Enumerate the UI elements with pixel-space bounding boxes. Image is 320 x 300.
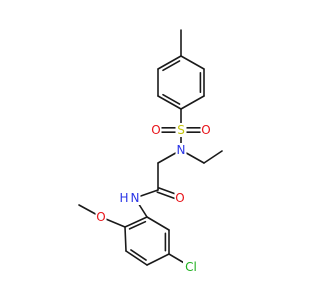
atom-labels-layer: O S O N O N O Cl H [95, 123, 212, 274]
ring-b-bond-20-inner [130, 249, 147, 261]
oxygen-atom-methoxy-text: O [96, 210, 105, 224]
oxygen-atom-sulfonyl-left-text: O [151, 123, 160, 137]
hydrogen-atom-amide: H [119, 191, 129, 205]
nitrogen-atom-sulfonamide: N [175, 143, 187, 157]
sulfur-atom: S [175, 123, 187, 137]
ring-b-bond-18-inner [128, 220, 147, 230]
ring-b-bond-20 [125, 250, 148, 266]
oxygen-atom-sulfonyl-right: O [200, 123, 212, 137]
ring-a-bond-6-inner [162, 60, 181, 72]
oxygen-atom-sulfonyl-left: O [150, 123, 162, 137]
ring-b-bond-23 [146, 216, 170, 231]
oxygen-atom-methoxy: O [95, 210, 107, 224]
chlorine-atom: Cl [183, 260, 199, 274]
ring-a-bond-1 [180, 55, 205, 70]
hydrogen-atom-amide-text: H [119, 191, 128, 205]
ring-b-bond-19 [124, 226, 127, 252]
ring-a-bond-4-inner [162, 93, 181, 105]
molecule-structure-diagram: O S O N O N O Cl H [78, 29, 223, 274]
oxygen-atom-carbonyl-text: O [175, 191, 184, 205]
bonds-layer [78, 29, 223, 268]
ring-a-bond-6 [157, 55, 182, 70]
ring-a-bond-3 [180, 95, 205, 110]
nitrogen-atom-sulfonamide-text: N [177, 143, 186, 157]
ring-b-bond-18 [124, 216, 148, 228]
nitrogen-atom-amide: N [129, 191, 141, 205]
chlorine-atom-text: Cl [185, 260, 197, 274]
oxygen-atom-sulfonyl-right-text: O [201, 123, 210, 137]
oxygen-atom-carbonyl: O [174, 191, 186, 205]
ring-b-bond-21 [146, 253, 170, 266]
sulfur-atom-text: S [177, 123, 185, 137]
nitrogen-atom-amide-text: N [131, 191, 140, 205]
ring-a-bond-4 [157, 95, 182, 110]
ethyl-bond-12 [203, 150, 223, 164]
